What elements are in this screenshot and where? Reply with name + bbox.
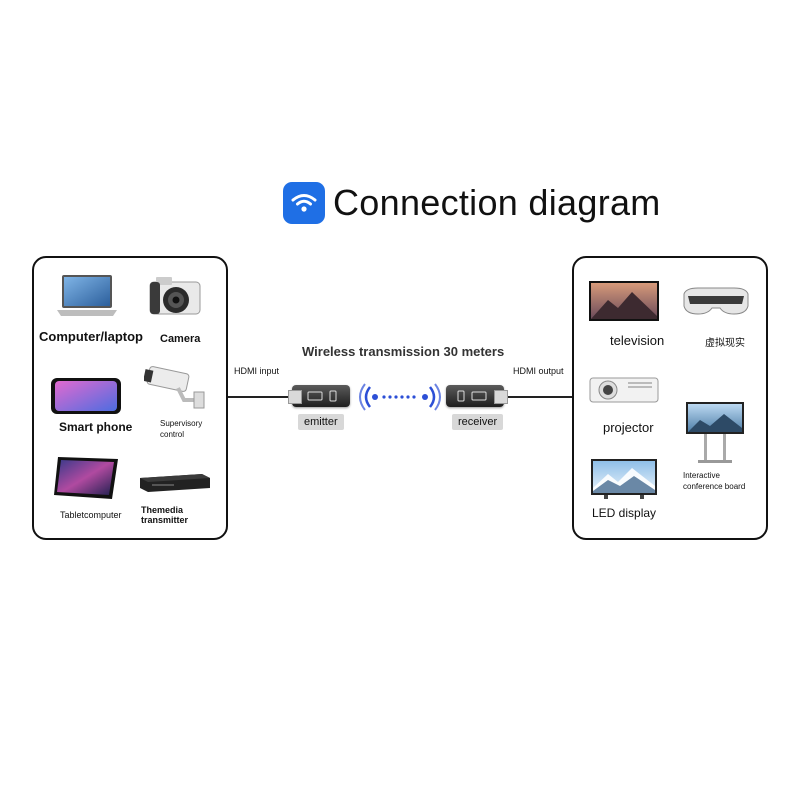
wireless-signal-icon bbox=[356, 382, 444, 417]
led-display-icon bbox=[590, 458, 658, 505]
transmission-label: Wireless transmission 30 meters bbox=[302, 344, 505, 359]
device-label-tablet: Tabletcomputer bbox=[60, 510, 122, 520]
vr-headset-icon bbox=[680, 284, 752, 325]
emitter-hdmi-port bbox=[288, 390, 302, 404]
laptop-icon bbox=[55, 272, 119, 327]
tablet-icon bbox=[52, 455, 120, 506]
hdmi-output-label: HDMI output bbox=[513, 366, 564, 376]
camera-icon bbox=[146, 270, 204, 327]
page-title: Connection diagram bbox=[333, 182, 661, 223]
receiver-device bbox=[446, 385, 508, 407]
hdmi-input-cable bbox=[228, 396, 292, 398]
device-label-smartphone: Smart phone bbox=[59, 420, 133, 434]
device-label-supervisory-control: Supervisory control bbox=[160, 419, 203, 439]
device-label-led-display: LED display bbox=[592, 506, 657, 520]
conference-board-icon bbox=[684, 400, 746, 471]
emitter-label: emitter bbox=[298, 414, 344, 430]
wifi-icon bbox=[283, 182, 325, 224]
diagram-header: Connection diagram bbox=[283, 180, 661, 226]
television-icon bbox=[588, 280, 660, 329]
cctv-camera-icon bbox=[143, 364, 206, 417]
hdmi-input-label: HDMI input bbox=[234, 366, 280, 376]
device-label-television: television bbox=[610, 333, 665, 348]
hdmi-output-cable bbox=[504, 396, 572, 398]
media-box-icon bbox=[138, 470, 212, 501]
device-label-conference-board: Interactive conference board bbox=[683, 471, 746, 491]
device-label-camera: Camera bbox=[160, 333, 201, 345]
device-label-vr: 虚拟现实 bbox=[705, 338, 745, 349]
device-label-laptop: Computer/laptop bbox=[39, 329, 143, 344]
smartphone-icon bbox=[50, 376, 122, 421]
receiver-hdmi-port bbox=[494, 390, 508, 404]
receiver-label: receiver bbox=[452, 414, 504, 430]
device-label-media-transmitter: Themedia transmitter bbox=[141, 505, 189, 525]
projector-icon bbox=[588, 372, 660, 411]
device-label-projector: projector bbox=[603, 420, 654, 435]
emitter-device bbox=[288, 385, 350, 407]
